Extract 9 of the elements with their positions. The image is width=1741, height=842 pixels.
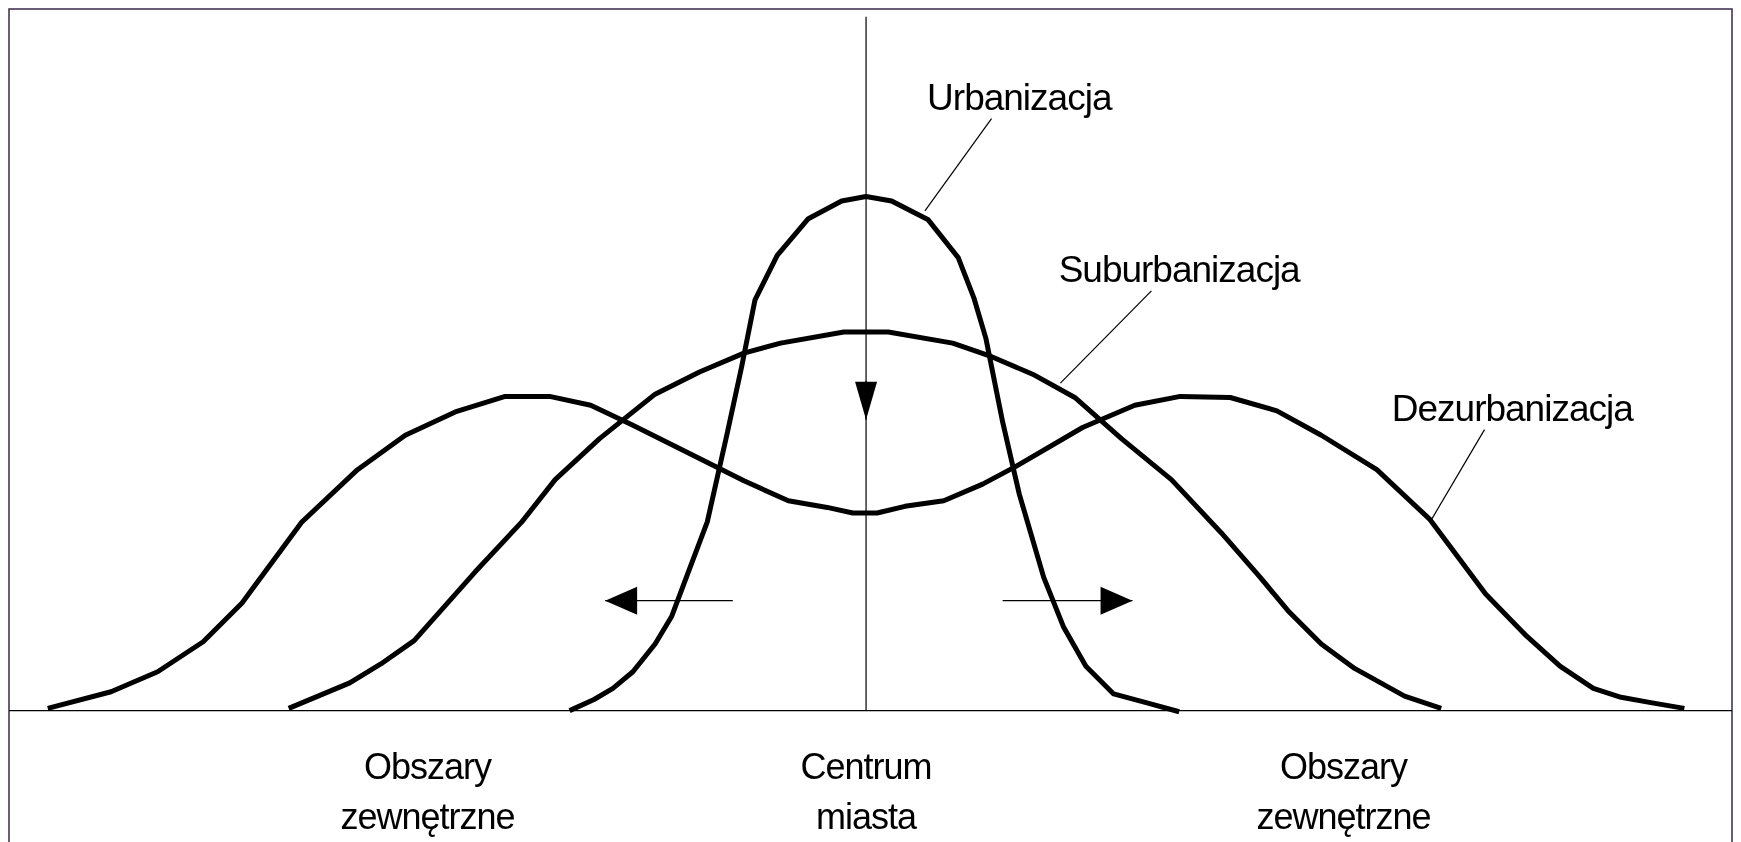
axis-label: Obszary zewnętrzne [1255, 745, 1432, 839]
leader-line [924, 118, 993, 212]
axis-label: Obszary zewnętrzne [339, 745, 516, 839]
leader-line [1059, 290, 1152, 384]
curve-label: Dezurbanizacja [1391, 387, 1633, 430]
axis-label: Centrum miasta [799, 745, 933, 839]
curve-line [47, 393, 1685, 711]
curve-label: Suburbanizacja [1058, 248, 1300, 291]
curve-label: Urbanizacja [927, 76, 1112, 119]
